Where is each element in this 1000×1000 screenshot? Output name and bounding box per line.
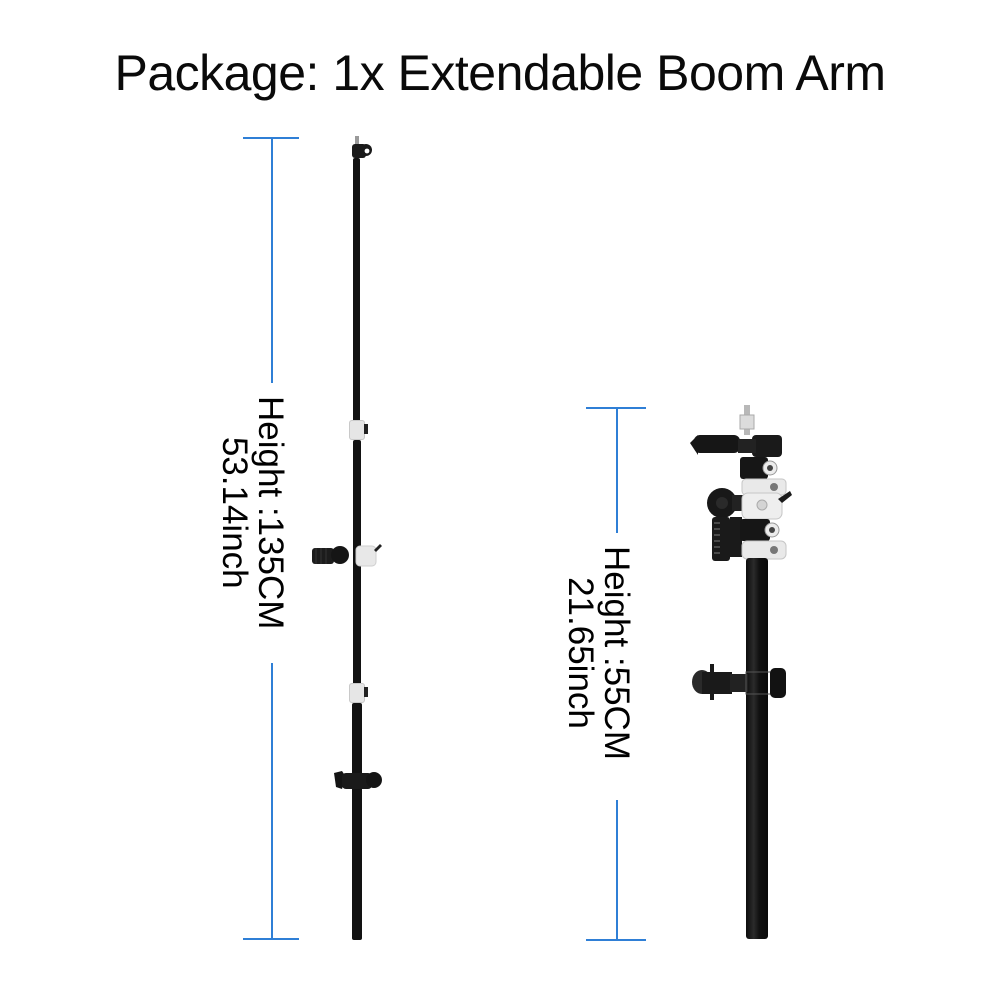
section-lock-collar bbox=[349, 683, 365, 703]
dimension-bottom-cap bbox=[243, 938, 299, 940]
top-spigot-clamp-icon bbox=[352, 136, 372, 158]
height-inch-label: 53.14inch bbox=[215, 436, 254, 589]
middle-knob-clamp-icon bbox=[312, 544, 382, 567]
section-lock-collar bbox=[349, 420, 365, 440]
height-cm-label: Height :135CM bbox=[251, 396, 290, 630]
dimension-line-upper bbox=[616, 407, 618, 533]
dimension-line-lower bbox=[616, 800, 618, 940]
pole-section-upper bbox=[353, 158, 360, 428]
dimension-line-upper bbox=[271, 137, 273, 383]
lower-knob-clamp-icon bbox=[334, 771, 382, 789]
lower-side-clamp-icon bbox=[692, 664, 786, 700]
dimension-bottom-cap bbox=[586, 939, 646, 941]
extended-height-text: Height :135CM 53.14inch bbox=[215, 396, 290, 630]
pole-section-lower bbox=[352, 703, 362, 940]
collapsed-height-text: Height :55CM 21.65inch bbox=[561, 546, 636, 760]
page-title: Package: 1x Extendable Boom Arm bbox=[114, 45, 886, 101]
collar-tab bbox=[364, 424, 368, 434]
collapsed-pole-tube bbox=[746, 558, 768, 939]
height-inch-label: 21.65inch bbox=[561, 577, 600, 729]
height-cm-label: Height :55CM bbox=[597, 546, 636, 760]
head-clamp-assembly-icon bbox=[690, 405, 792, 561]
dimension-line-lower bbox=[271, 663, 273, 939]
collar-tab bbox=[364, 687, 368, 697]
